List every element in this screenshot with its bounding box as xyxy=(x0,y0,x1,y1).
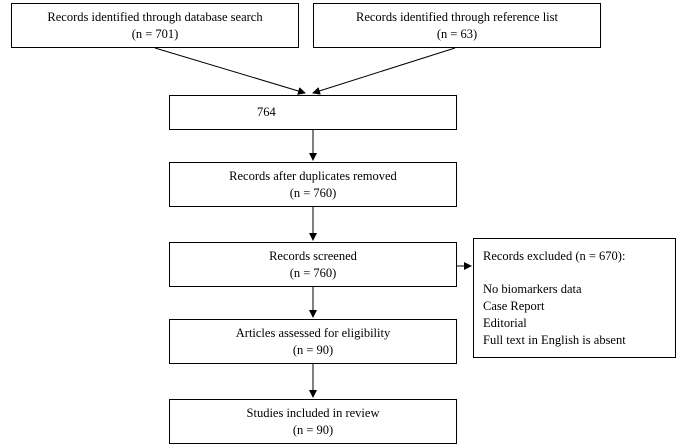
duplicates-removed-box: Records after duplicates removed (n = 76… xyxy=(169,162,457,207)
records-excluded-box: Records excluded (n = 670): No biomarker… xyxy=(473,238,676,358)
eligibility-box: Articles assessed for eligibility (n = 9… xyxy=(169,319,457,364)
studies-included-box: Studies included in review (n = 90) xyxy=(169,399,457,444)
eligibility-count: (n = 90) xyxy=(292,343,334,357)
records-screened-title: Records screened xyxy=(269,249,357,263)
database-search-box: Records identified through database sear… xyxy=(11,3,299,48)
excluded-spacer xyxy=(483,265,675,281)
studies-included-title: Studies included in review xyxy=(246,406,380,420)
total-records-box: 764 xyxy=(169,95,457,130)
reference-list-count: (n = 63) xyxy=(436,27,478,41)
reference-list-box: Records identified through reference lis… xyxy=(313,3,601,48)
records-screened-count: (n = 760) xyxy=(289,266,337,280)
records-excluded-title: Records excluded (n = 670): xyxy=(483,249,626,263)
database-search-count: (n = 701) xyxy=(131,27,179,41)
reference-list-title: Records identified through reference lis… xyxy=(355,10,558,24)
exclusion-reason: No biomarkers data xyxy=(483,282,582,296)
studies-included-count: (n = 90) xyxy=(292,423,334,437)
exclusion-reason: Case Report xyxy=(483,299,545,313)
exclusion-reason: Full text in English is absent xyxy=(483,333,626,347)
total-records-count: 764 xyxy=(257,105,276,119)
duplicates-removed-title: Records after duplicates removed xyxy=(229,169,397,183)
database-search-title: Records identified through database sear… xyxy=(47,10,263,24)
records-screened-box: Records screened (n = 760) xyxy=(169,242,457,287)
exclusion-reason: Editorial xyxy=(483,316,527,330)
arrow-database-to-total xyxy=(154,47,306,95)
duplicates-removed-count: (n = 760) xyxy=(289,186,337,200)
arrow-reference-to-total xyxy=(312,47,456,95)
eligibility-title: Articles assessed for eligibility xyxy=(235,326,391,340)
